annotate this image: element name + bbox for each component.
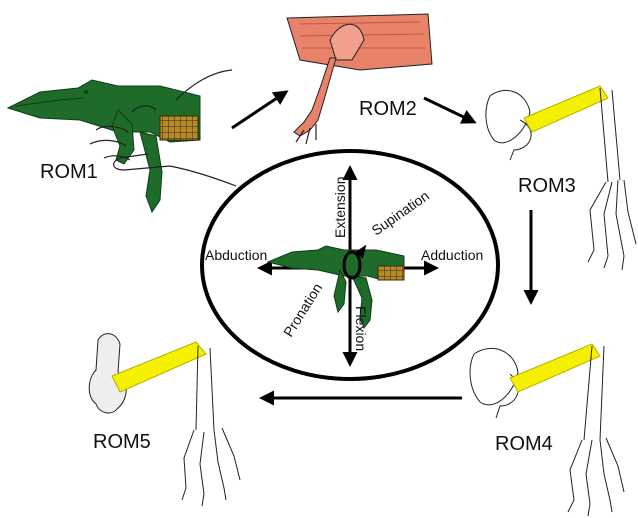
- stage-label-rom2: ROM2: [359, 98, 417, 120]
- stage-label-rom4: ROM4: [495, 433, 553, 455]
- arrow-rom2-rom3: [424, 98, 474, 122]
- rom2-illustration: ROM2: [287, 14, 432, 144]
- stage-label-rom3: ROM3: [518, 175, 576, 197]
- rom5-illustration: ROM5: [89, 334, 240, 506]
- dissected-limb-icon: [287, 14, 432, 144]
- arrow-rom1-rom2: [232, 92, 286, 128]
- motion-ellipse-group: Extension Supination Abduction Adduction…: [202, 151, 498, 379]
- motion-label-abduction: Abduction: [205, 247, 267, 263]
- stage-label-rom5: ROM5: [93, 431, 151, 453]
- skeleton-limb-icon: [470, 344, 624, 516]
- motion-label-flexion: Flexion: [353, 306, 369, 351]
- alligator-icon: [8, 80, 200, 212]
- motion-label-extension: Extension: [332, 177, 348, 238]
- skeleton-limb-icon: [89, 334, 240, 506]
- rom4-illustration: ROM4: [470, 344, 624, 516]
- rom3-illustration: ROM3: [486, 86, 636, 270]
- motion-label-adduction: Adduction: [421, 247, 483, 263]
- rom1-illustration: ROM1: [8, 70, 236, 212]
- stage-label-rom1: ROM1: [40, 161, 98, 183]
